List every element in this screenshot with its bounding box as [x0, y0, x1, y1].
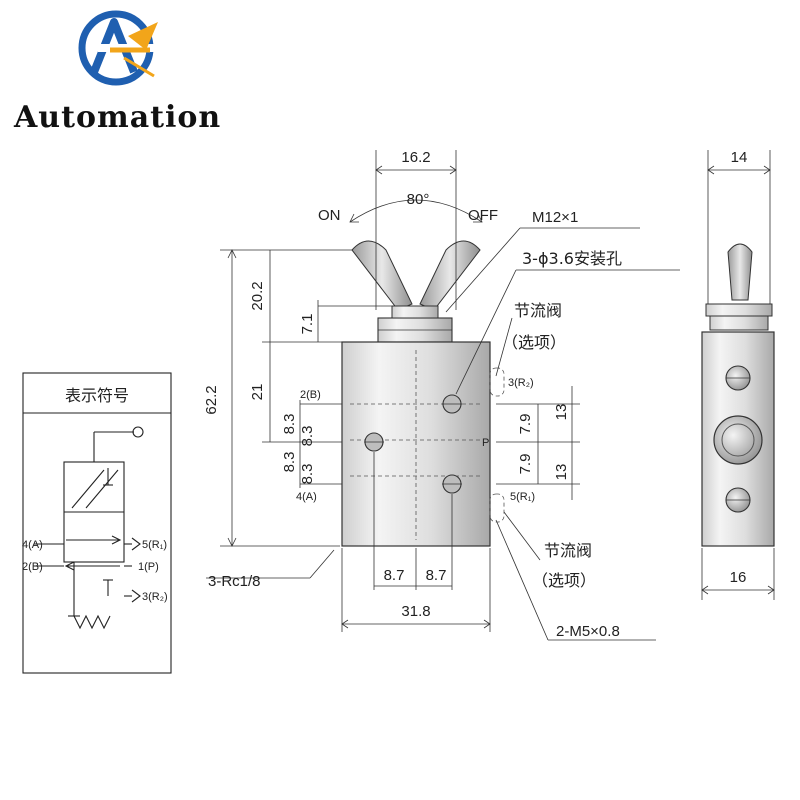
body-center-label: P [482, 437, 489, 449]
dim-8-3-a: 8.3 [281, 414, 298, 435]
dim-top-width: 16.2 [401, 149, 430, 166]
dim-height-total: 62.2 [203, 385, 220, 414]
brand-name: Automation [14, 100, 222, 135]
dim-7-9-b: 7.9 [517, 454, 534, 475]
body-port-b: 2(B) [300, 389, 321, 401]
dim-13-b: 13 [553, 464, 570, 481]
label-port-rc: 3-Rc1/8 [208, 573, 261, 590]
dim-angle: 80° [407, 191, 430, 208]
dim-bottom-width: 31.8 [401, 603, 430, 620]
dim-8-7-a: 8.7 [384, 567, 405, 584]
dim-13-a: 13 [553, 404, 570, 421]
legend-port-a: 4(A) [22, 539, 43, 551]
brand-logo-icon [78, 10, 158, 86]
front-view [206, 150, 680, 641]
legend-port-r1: 5(R₁) [142, 539, 167, 551]
throttle-top-line2: （选项） [502, 333, 566, 352]
label-mount-holes: 3-ϕ3.6安装孔 [522, 249, 622, 268]
body-port-r2: 3(R₂) [508, 377, 534, 389]
legend-title: 表示符号 [65, 386, 129, 405]
body-port-a: 4(A) [296, 491, 317, 503]
dim-8-7-b: 8.7 [426, 567, 447, 584]
symbol-legend-box [22, 372, 172, 674]
dim-side-bottom: 16 [730, 569, 747, 586]
label-on: ON [318, 207, 341, 224]
label-off: OFF [468, 207, 498, 224]
throttle-bottom-line1: 节流阀 [544, 541, 592, 560]
dim-21: 21 [249, 384, 266, 401]
dim-8-3-c: 8.3 [281, 452, 298, 473]
legend-port-r2: 3(R₂) [142, 591, 168, 603]
dim-side-top: 14 [731, 149, 748, 166]
dim-7-1: 7.1 [299, 314, 316, 335]
dim-8-3-b: 8.3 [299, 426, 316, 447]
side-view [701, 150, 775, 600]
dim-20-2: 20.2 [249, 281, 266, 310]
throttle-bottom-line2: （选项） [532, 571, 596, 590]
dim-7-9-a: 7.9 [517, 414, 534, 435]
throttle-top-line1: 节流阀 [514, 301, 562, 320]
label-port-m5: 2-M5×0.8 [556, 623, 620, 640]
legend-port-p: 1(P) [138, 561, 159, 573]
dim-8-3-d: 8.3 [299, 464, 316, 485]
legend-port-b: 2(B) [22, 561, 43, 573]
label-thread: M12×1 [532, 209, 578, 226]
body-port-r1: 5(R₁) [510, 491, 535, 503]
